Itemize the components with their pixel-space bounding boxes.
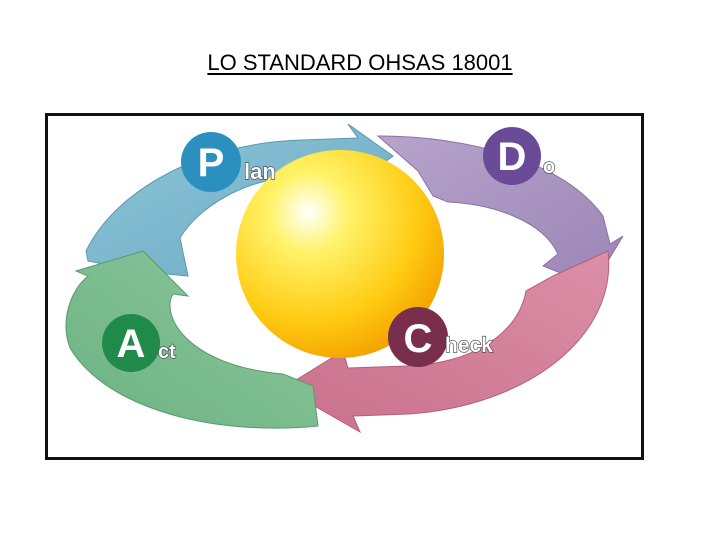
do-letter: D — [498, 135, 527, 179]
do-rest: o — [543, 156, 555, 178]
pdca-diagram-frame: P lan D o C heck A ct — [45, 113, 644, 460]
plan-label: P lan — [181, 132, 276, 192]
plan-rest: lan — [244, 159, 276, 184]
pdca-cycle-diagram: P lan D o C heck A ct — [48, 116, 641, 457]
act-letter: A — [117, 322, 146, 366]
check-rest: heck — [445, 334, 493, 357]
slide-title: LO STANDARD OHSAS 18001 — [0, 50, 720, 76]
plan-letter: P — [198, 141, 225, 185]
check-letter: C — [404, 317, 433, 361]
act-rest: ct — [158, 341, 176, 363]
do-label: D o — [483, 127, 555, 185]
